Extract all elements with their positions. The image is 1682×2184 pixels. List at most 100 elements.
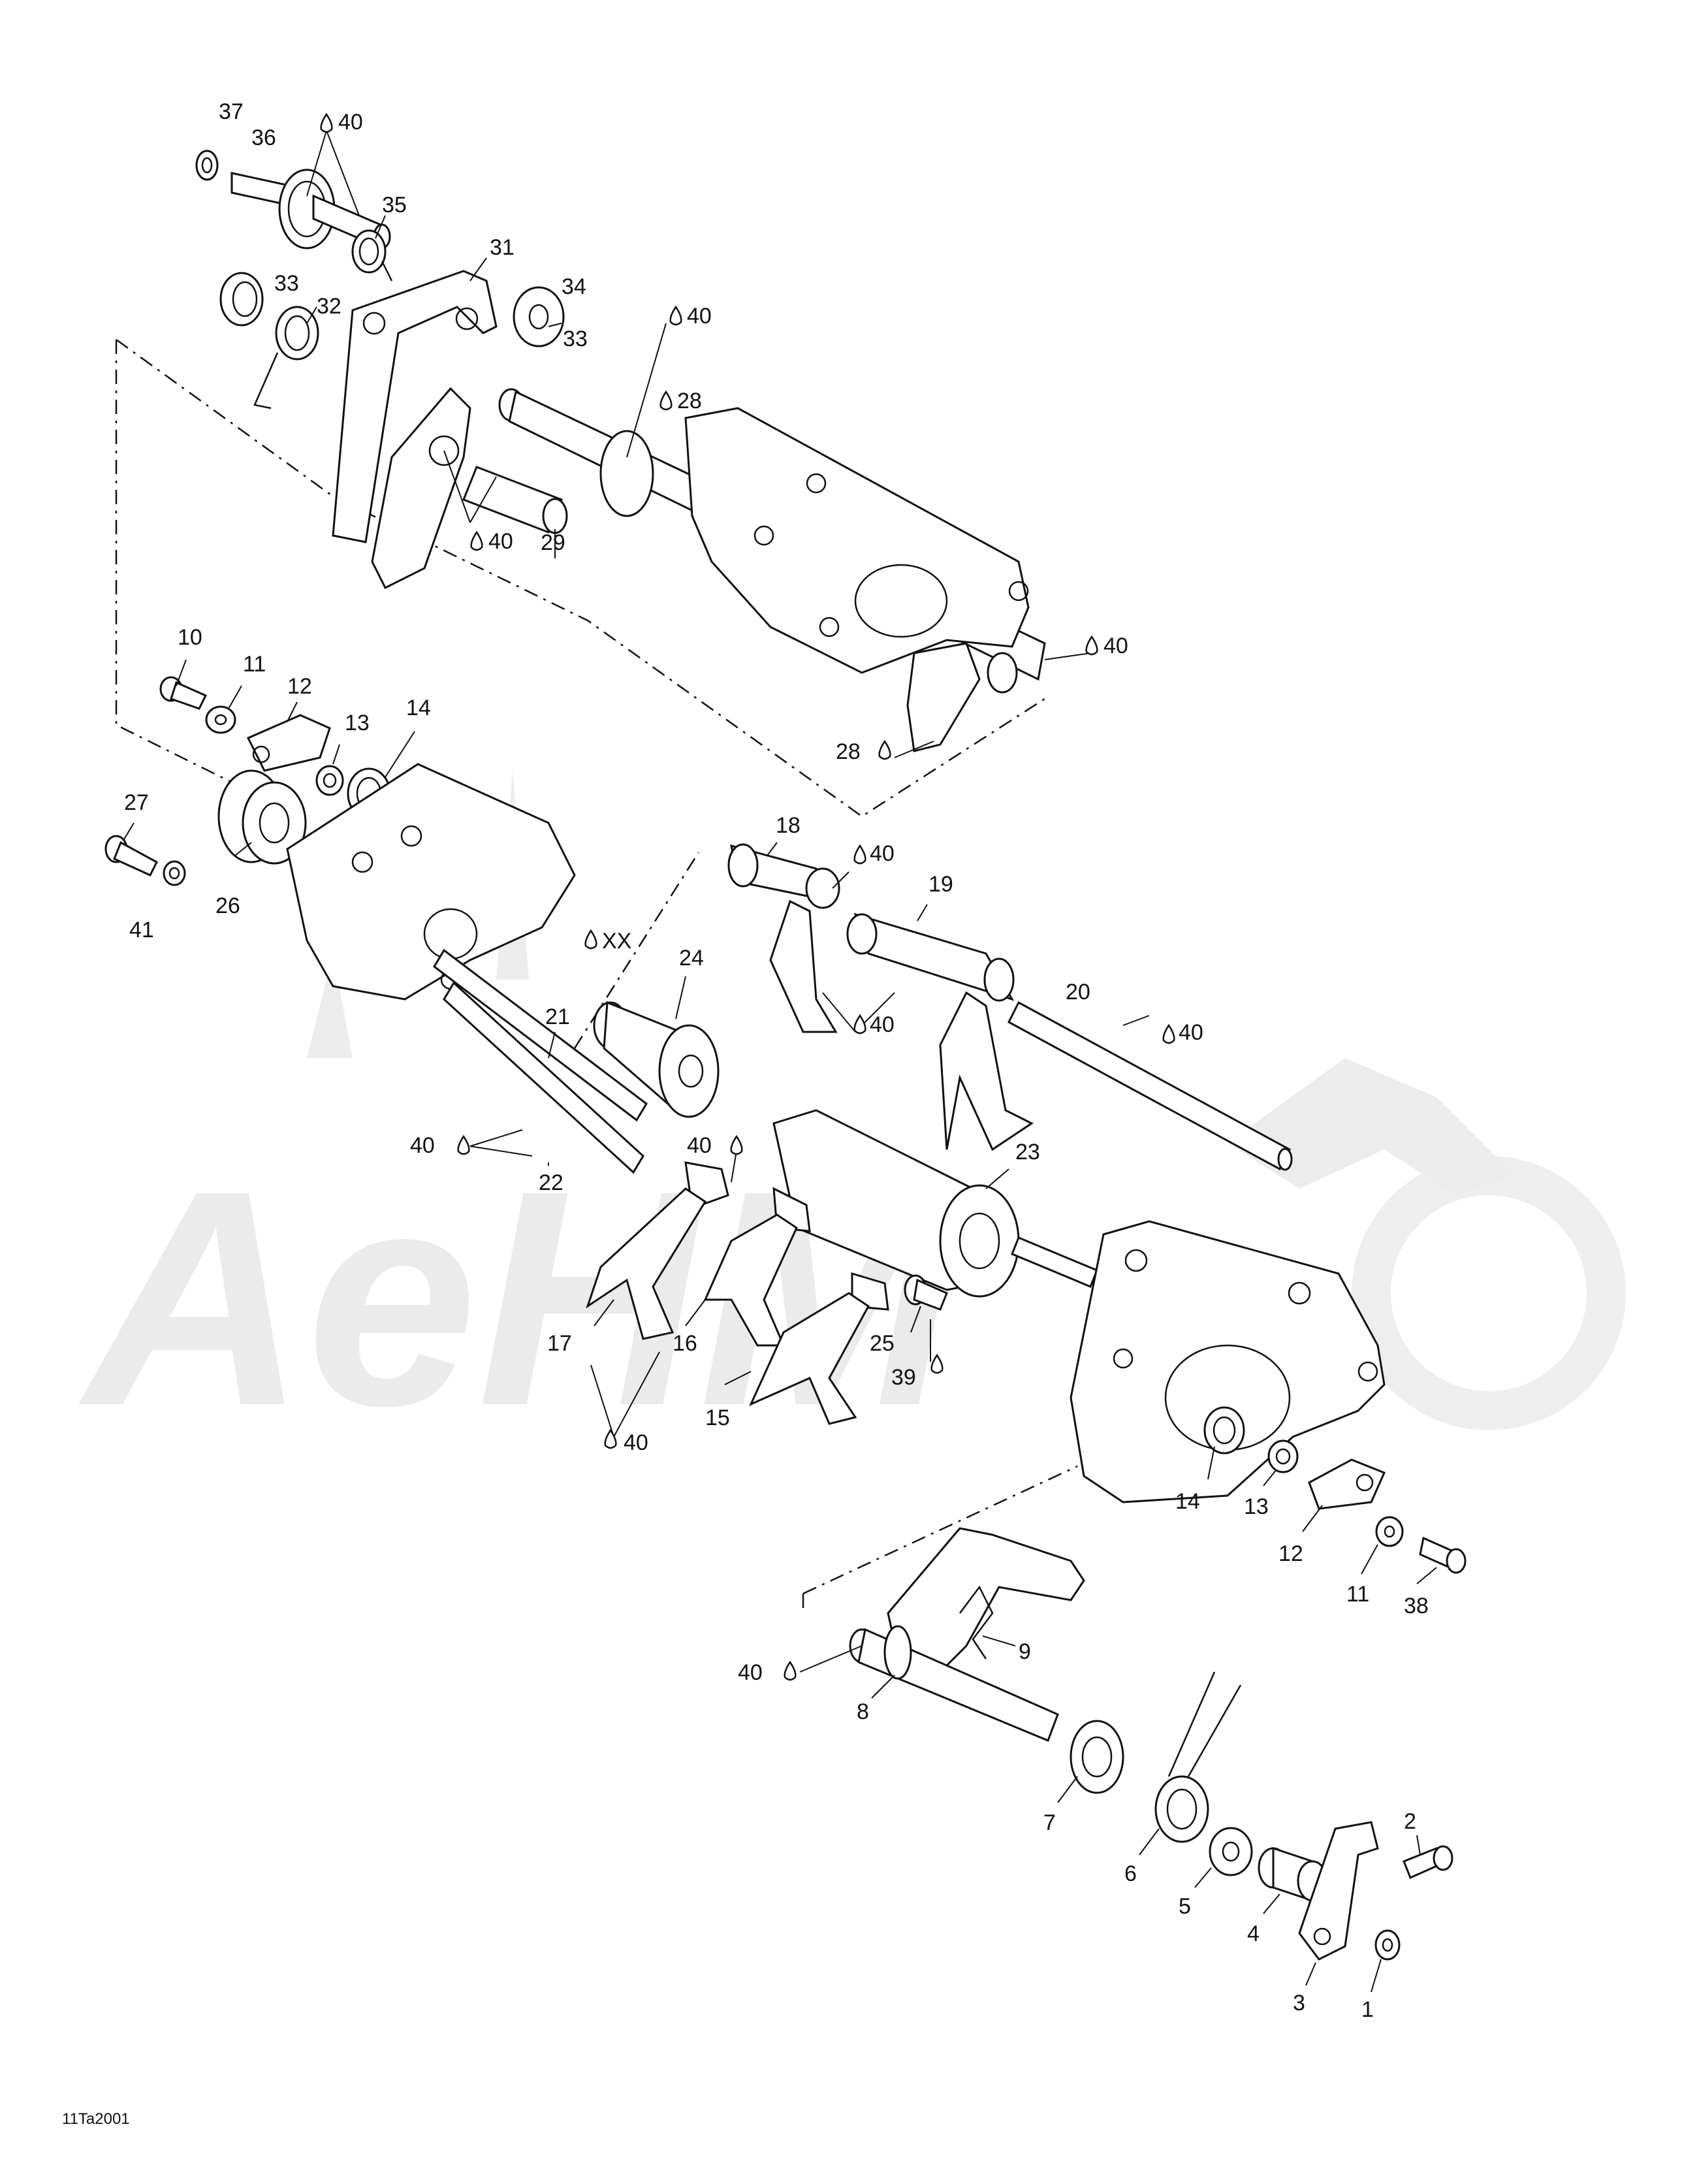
screw-2 <box>1403 1845 1453 1880</box>
oil-drop-icon <box>1162 1023 1175 1044</box>
callout-20: 20 <box>1066 980 1090 1004</box>
callout-41: 41 <box>129 918 154 942</box>
shift-shaft-8 <box>849 1527 1085 1742</box>
callout-24: 24 <box>679 946 704 971</box>
washer-34 <box>513 286 565 347</box>
callout-16: 16 <box>673 1331 697 1356</box>
callout-11: 11 <box>243 652 266 677</box>
callout-37: 37 <box>219 99 244 124</box>
callout-40: 40 <box>488 529 513 554</box>
gear-26 <box>217 769 307 865</box>
callout-8: 8 <box>857 1699 869 1724</box>
callout-36: 36 <box>251 125 276 150</box>
rod-20 <box>1008 1001 1293 1171</box>
callout-10: 10 <box>178 625 202 650</box>
screw-27 <box>104 835 158 876</box>
callout-25: 25 <box>870 1331 895 1356</box>
sleeve-4 <box>1258 1846 1328 1903</box>
callout-21: 21 <box>545 1004 570 1029</box>
callout-31: 31 <box>490 235 515 260</box>
callout-27: 27 <box>124 790 149 815</box>
oil-drop-icons <box>320 112 1175 1681</box>
leader-lines <box>123 130 1437 1993</box>
callout-26: 26 <box>215 893 240 918</box>
washer-11-left <box>205 705 236 734</box>
oil-drop-icon <box>584 929 597 950</box>
oil-drop-icon <box>604 1428 617 1449</box>
shift-arm-3 <box>1298 1821 1379 1961</box>
callout-23: 23 <box>1015 1140 1040 1164</box>
callout-28: 28 <box>836 739 861 764</box>
torsion-spring-32 <box>253 306 319 410</box>
callout-XX: XX <box>602 929 631 954</box>
fork-16 <box>703 1187 811 1347</box>
callout-18: 18 <box>776 813 801 838</box>
fork-19 <box>846 912 1034 1151</box>
seal-33-top <box>219 272 264 327</box>
callout-39: 39 <box>891 1365 916 1390</box>
callout-11: 11 <box>1346 1582 1369 1607</box>
washer-13-left <box>315 765 344 796</box>
spring-14-right <box>1203 1406 1245 1454</box>
washer-41 <box>163 860 186 886</box>
callout-40: 40 <box>870 841 895 866</box>
callout-19: 19 <box>928 872 953 897</box>
plate-12-left <box>246 714 331 772</box>
oil-drop-icon <box>784 1660 797 1681</box>
callout-2: 2 <box>1404 1809 1416 1834</box>
callout-40: 40 <box>870 1012 895 1037</box>
oil-drop-icon <box>730 1134 743 1155</box>
bolt-25 <box>904 1274 948 1311</box>
callout-35: 35 <box>382 193 407 217</box>
spring-9 <box>959 1585 994 1660</box>
callout-22: 22 <box>539 1170 563 1195</box>
callout-40: 40 <box>1103 634 1128 658</box>
callout-5: 5 <box>1179 1894 1191 1919</box>
oil-drop-icon <box>878 739 891 760</box>
fork-17 <box>586 1161 729 1340</box>
callout-13: 13 <box>345 711 370 735</box>
spring-35 <box>351 229 393 281</box>
callout-7: 7 <box>1043 1810 1056 1835</box>
oil-drop-icon <box>853 844 866 865</box>
shift-drum-23 <box>772 1109 1098 1298</box>
callout-13: 13 <box>1244 1494 1269 1519</box>
washer-1 <box>1374 1929 1401 1961</box>
screw-10 <box>159 676 208 710</box>
callout-1: 1 <box>1361 1997 1374 2022</box>
oil-drop-icon <box>669 305 682 326</box>
fork-18 <box>727 843 840 1033</box>
callout-4: 4 <box>1247 1921 1260 1946</box>
reference-code: 11Ta2001 <box>62 2110 130 2128</box>
callout-3: 3 <box>1293 1991 1305 2015</box>
return-spring-6 <box>1154 1671 1242 1843</box>
pin-29 <box>462 466 568 534</box>
bushing-7 <box>1070 1720 1124 1794</box>
oil-drop-icon <box>853 1014 866 1035</box>
callout-9: 9 <box>1019 1639 1031 1664</box>
callout-32: 32 <box>317 294 341 319</box>
callout-38: 38 <box>1404 1594 1429 1618</box>
fork-15 <box>749 1272 889 1425</box>
oil-drop-icon <box>1085 635 1098 656</box>
callout-6: 6 <box>1124 1861 1137 1886</box>
shift-lever-31 <box>332 270 498 590</box>
segment-gear-28 <box>906 642 981 752</box>
housing-left <box>286 763 576 1001</box>
callout-33: 33 <box>563 327 588 351</box>
callout-40: 40 <box>687 1133 712 1158</box>
callout-29: 29 <box>541 530 565 555</box>
callout-12: 12 <box>1278 1541 1303 1566</box>
callout-17: 17 <box>547 1331 572 1356</box>
oil-drop-icon <box>659 390 673 411</box>
washer-13-right <box>1267 1439 1299 1473</box>
oil-drop-icon <box>930 1353 944 1374</box>
rods-21-22 <box>433 948 648 1174</box>
washer-37 <box>195 150 219 181</box>
washer-11-right <box>1375 1516 1404 1547</box>
callout-40: 40 <box>338 110 363 135</box>
callout-33: 33 <box>274 271 299 296</box>
callout-34: 34 <box>562 274 586 299</box>
callout-28: 28 <box>677 389 702 413</box>
